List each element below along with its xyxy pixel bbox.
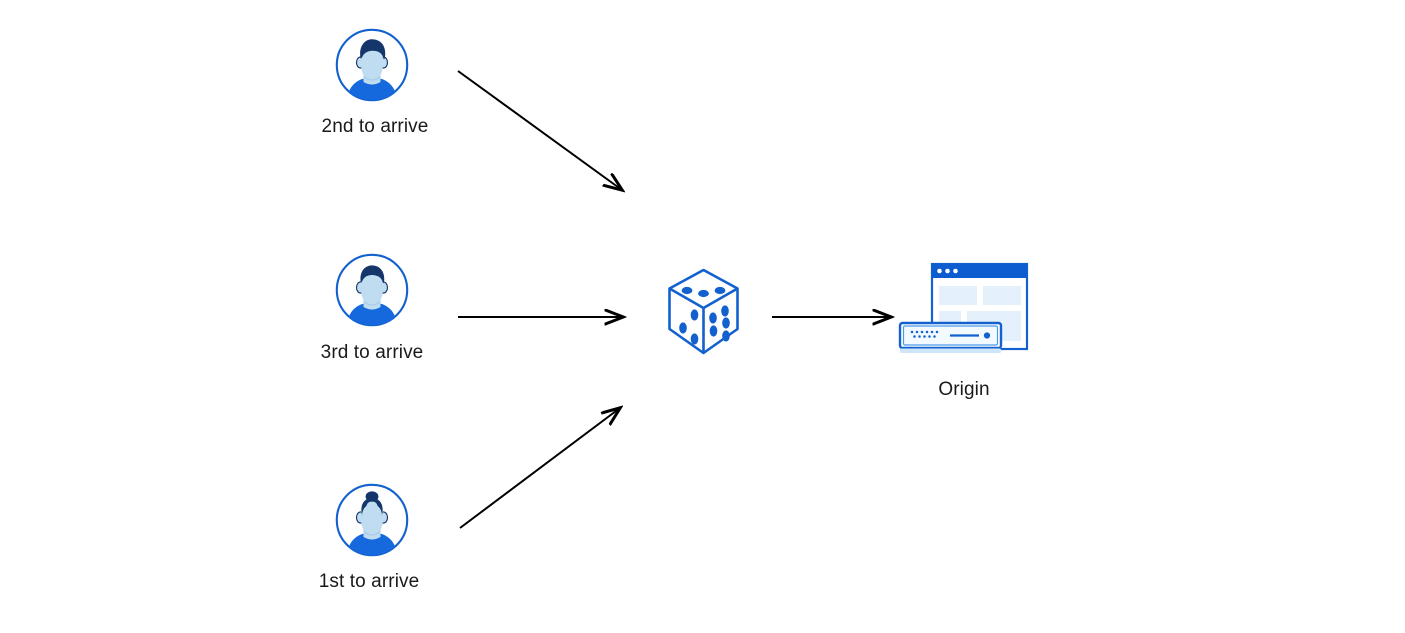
arrow-2nd-to-dice: [457, 70, 622, 190]
node-label-visitor-2nd: 2nd to arrive: [321, 116, 429, 137]
server-appliance: [898, 321, 1003, 353]
user-avatar-female-icon: [334, 482, 410, 558]
arrow-1st-to-dice: [459, 408, 620, 529]
node-label-visitor-3rd: 3rd to arrive: [320, 342, 424, 363]
user-avatar-male-icon: [334, 27, 410, 103]
origin-server-icon: [896, 258, 1036, 363]
node-label-origin: Origin: [938, 379, 990, 400]
user-avatar-male-icon: [334, 252, 410, 328]
dice-icon: [664, 266, 744, 358]
node-label-visitor-1st: 1st to arrive: [318, 571, 420, 592]
